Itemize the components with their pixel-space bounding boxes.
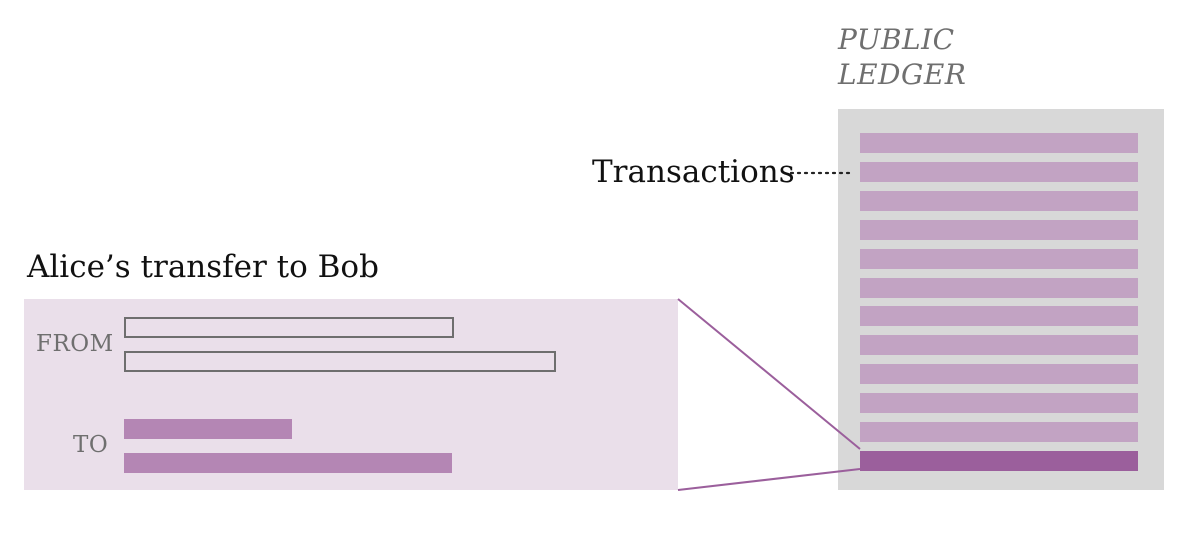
transfer-panel: FROM TO	[24, 299, 678, 490]
ledger-row	[860, 364, 1138, 385]
ledger-row	[860, 335, 1138, 356]
transactions-leader-dots	[790, 171, 854, 175]
ledger-row	[860, 393, 1138, 414]
to-field-line-1	[124, 419, 292, 439]
ledger-title-line-2: LEDGER	[838, 58, 967, 91]
ledger-title-line-1: PUBLIC	[838, 23, 955, 56]
ledger-row	[860, 248, 1138, 269]
transactions-label: Transactions	[592, 154, 795, 190]
ledger-row	[860, 306, 1138, 327]
ledger-row	[860, 219, 1138, 240]
ledger-row	[860, 133, 1138, 153]
ledger-row	[860, 190, 1138, 211]
to-label: TO	[73, 432, 109, 458]
connector-bottom-line	[677, 468, 861, 491]
from-field-line-2	[124, 351, 556, 372]
public-ledger	[838, 109, 1164, 490]
from-label: FROM	[36, 331, 114, 357]
ledger-title: PUBLIC LEDGER	[838, 22, 1038, 92]
ledger-row-highlighted	[860, 450, 1138, 471]
from-field-line-1	[124, 317, 454, 338]
ledger-row	[860, 422, 1138, 442]
ledger-row	[860, 161, 1138, 182]
connector-top-line	[677, 298, 861, 450]
transfer-title: Alice’s transfer to Bob	[27, 249, 379, 285]
ledger-row	[860, 277, 1138, 298]
to-field-line-2	[124, 453, 452, 473]
